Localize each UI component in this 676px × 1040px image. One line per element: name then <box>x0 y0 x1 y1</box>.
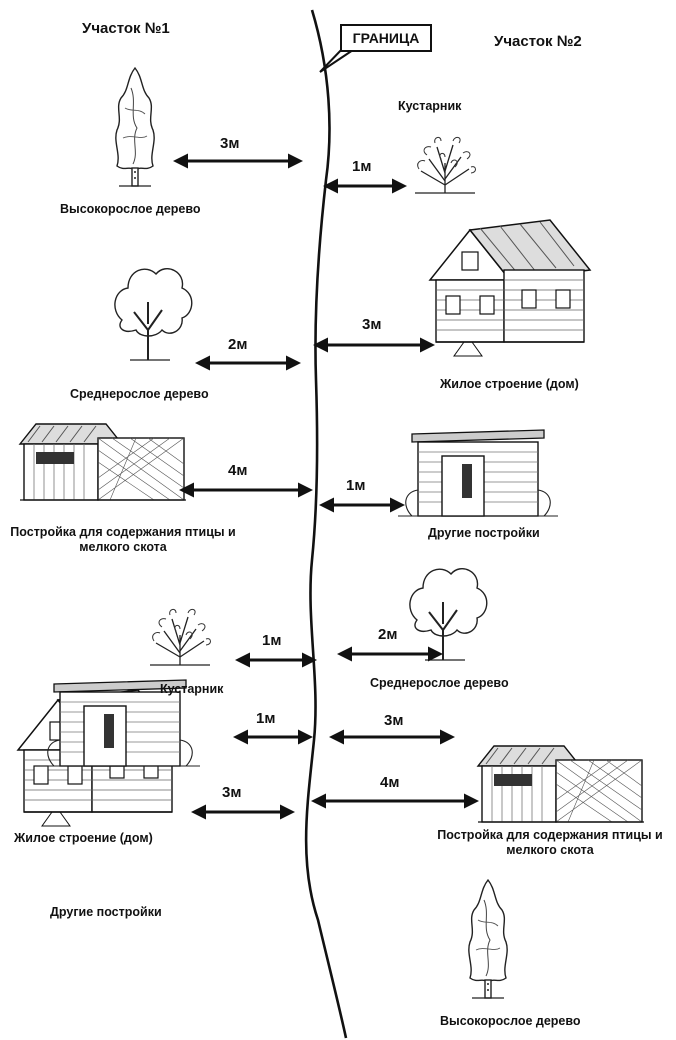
caption-medium-tree: Среднерослое дерево <box>70 387 209 401</box>
distance-label: 4м <box>380 774 400 791</box>
boundary-callout-pointer <box>319 46 357 73</box>
tall-tree-icon <box>115 67 155 187</box>
caption-other-buildings: Другие постройки <box>428 526 540 540</box>
distance-label: 2м <box>378 626 398 643</box>
boundary-callout: ГРАНИЦА <box>340 24 432 52</box>
caption-house: Жилое строение (дом) <box>14 831 153 845</box>
house-icon <box>429 219 591 357</box>
tall-tree-icon <box>468 879 508 999</box>
distance-label: 2м <box>228 336 248 353</box>
distance-label: 4м <box>228 462 248 479</box>
distance-label: 3м <box>222 784 242 801</box>
shed-icon <box>397 429 559 517</box>
distance-label: 1м <box>352 158 372 175</box>
medium-tree-icon <box>408 567 488 661</box>
caption-tall-tree: Высокорослое дерево <box>440 1014 581 1028</box>
distance-label: 3м <box>384 712 404 729</box>
caption-shrub: Кустарник <box>398 99 462 113</box>
plot-2-heading: Участок №2 <box>494 33 582 50</box>
plot-1-heading: Участок №1 <box>82 20 170 37</box>
caption-coop: Постройка для содержания птицы и мелкого… <box>437 828 663 857</box>
shrub-icon <box>149 608 212 666</box>
distance-label: 3м <box>362 316 382 333</box>
distance-label: 3м <box>220 135 240 152</box>
distance-label: 1м <box>346 477 366 494</box>
distance-label: 1м <box>262 632 282 649</box>
coop-icon <box>19 423 187 501</box>
caption-house: Жилое строение (дом) <box>440 377 579 391</box>
distance-label: 1м <box>256 710 276 727</box>
coop-icon <box>477 745 645 823</box>
caption-shrub: Кустарник <box>160 682 224 696</box>
shrub-icon <box>414 136 477 194</box>
boundary-line <box>304 9 348 1039</box>
medium-tree-icon <box>113 267 193 361</box>
caption-medium-tree: Среднерослое дерево <box>370 676 509 690</box>
caption-coop: Постройка для содержания птицы и мелкого… <box>10 525 236 554</box>
caption-other-buildings: Другие постройки <box>50 905 162 919</box>
caption-tall-tree: Высокорослое дерево <box>60 202 201 216</box>
